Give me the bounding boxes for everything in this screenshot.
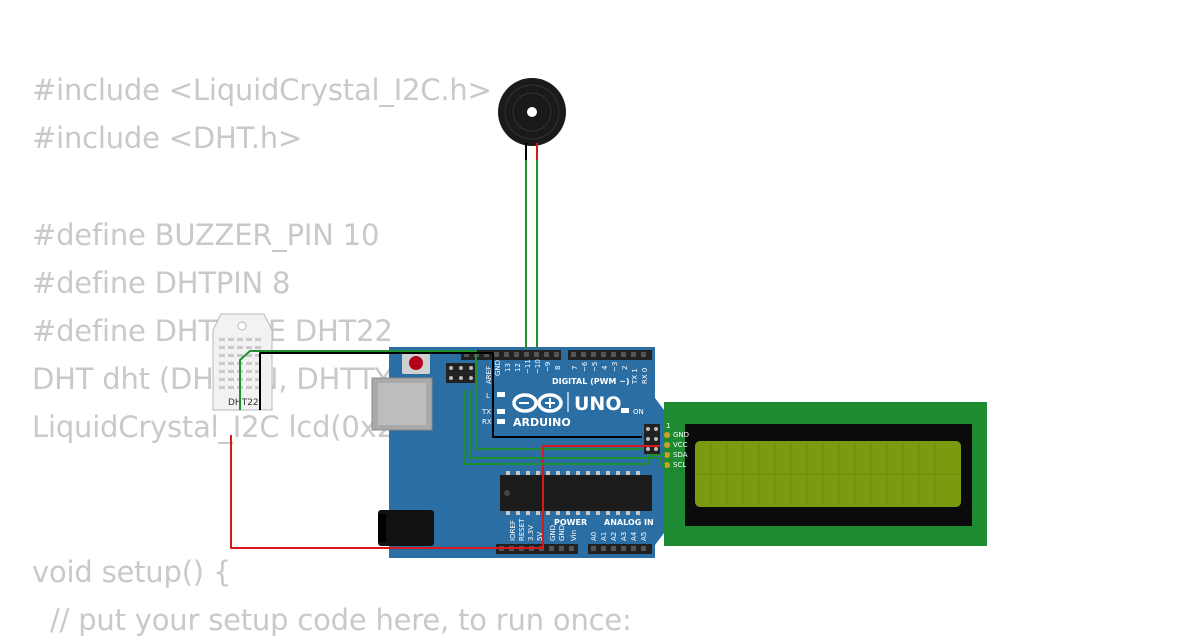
power-section-label: POWER <box>554 518 587 527</box>
aref-pin-label: AREF <box>485 366 493 384</box>
digital-pin-label: 12 <box>514 363 522 372</box>
digital-pin-label: ~3 <box>611 362 619 372</box>
lcd-pin-sda: SDA <box>673 451 688 459</box>
analog-pin-label: A4 <box>630 531 638 541</box>
digital-pin-label: ~5 <box>591 362 599 372</box>
dc-jack <box>378 510 434 546</box>
board-i2c-header <box>644 424 660 454</box>
power-pin-label: Vin <box>570 530 578 541</box>
analog-pin-label: A5 <box>640 532 648 541</box>
digital-pwm-label: DIGITAL (PWM ~) <box>552 377 630 386</box>
dht22-sensor[interactable]: DHT22 <box>212 313 273 411</box>
wire-dht-vcc <box>230 435 660 549</box>
lcd-pin-scl: SCL <box>673 461 686 469</box>
digital-pin-label: ~9 <box>544 362 552 372</box>
digital-pin-label: 4 <box>601 365 609 370</box>
icsp-header <box>446 363 476 383</box>
code-line: void setup() { <box>32 555 232 590</box>
on-led-label: ON <box>633 408 644 416</box>
digital-pin-label: 2 <box>621 366 629 370</box>
analog-pin-label: A0 <box>590 532 598 541</box>
board-brand-label: ARDUINO <box>513 416 571 429</box>
power-pin-label: IOREF <box>509 520 517 541</box>
code-line: #define DHTPIN 8 <box>32 265 291 300</box>
atmega-chip <box>500 471 652 515</box>
led-tx-label: TX <box>481 408 491 416</box>
gnd-pin-label: GND <box>494 360 502 376</box>
board-model-label: UNO <box>574 393 621 415</box>
power-pin-label: GND <box>558 525 566 541</box>
wire-lcd-scl <box>469 390 665 466</box>
wire-dht-gnd <box>259 352 642 438</box>
lcd-pin-gnd: GND <box>673 431 689 439</box>
digital-pin-label: 7 <box>571 366 579 370</box>
digital-pin-label: ~11 <box>524 359 532 374</box>
wire-dht-data <box>239 350 642 450</box>
digital-pin-label: 8 <box>554 366 562 370</box>
code-line: #define BUZZER_PIN 10 <box>32 217 380 252</box>
buzzer[interactable] <box>498 78 566 160</box>
wires <box>230 160 665 549</box>
power-pin-label: 5V <box>536 532 544 541</box>
arduino-uno-board[interactable]: UNO ARDUINO DIGITAL (PWM ~) ON L TX RX A… <box>371 347 664 558</box>
digital-pin-label: 13 <box>504 363 512 372</box>
digital-pin-label: ~6 <box>581 361 589 372</box>
sensor-label: DHT22 <box>228 398 259 408</box>
power-pin-label: RESET <box>518 518 526 541</box>
digital-pin-label: RX 0 <box>641 368 649 384</box>
code-line: #include <DHT.h> <box>32 121 302 156</box>
arduino-infinity-logo <box>512 393 563 413</box>
code-line: #include <LiquidCrystal_I2C.h> <box>32 73 492 107</box>
circuit-diagram: GND VCC SDA SCL 1 <box>212 78 987 558</box>
analog-section-label: ANALOG IN <box>604 518 654 527</box>
analog-pin-label: A3 <box>620 532 628 541</box>
code-editor-background: #include <LiquidCrystal_I2C.h> #include … <box>32 66 632 644</box>
analog-header <box>588 544 652 554</box>
power-pin-label: GND <box>549 525 557 541</box>
analog-pin-label: A1 <box>600 532 608 541</box>
power-pin-label: 3.3V <box>527 525 535 541</box>
digital-pin-label: TX 1 <box>631 368 639 385</box>
digital-pin-label: ~10 <box>534 359 542 374</box>
lcd-pin1-label: 1 <box>666 422 670 430</box>
lcd-pin-vcc: VCC <box>673 441 688 449</box>
led-rx-label: RX <box>482 418 492 426</box>
lcd-module[interactable]: GND VCC SDA SCL 1 <box>664 402 987 546</box>
digital-header-left <box>461 350 561 360</box>
analog-pin-label: A2 <box>610 532 618 541</box>
lcd-character-grid <box>698 444 958 504</box>
lcd-pin-header <box>664 432 670 468</box>
digital-header-right <box>568 350 652 360</box>
led-l-label: L <box>486 392 490 400</box>
wire-lcd-sda <box>463 390 665 465</box>
